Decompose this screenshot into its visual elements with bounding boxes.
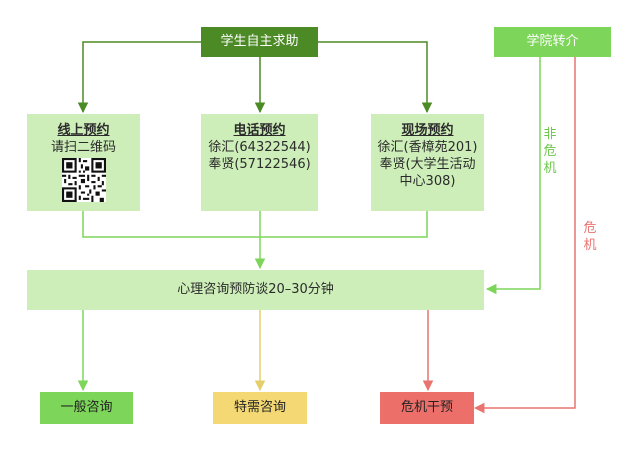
node-onsite-booking: 现场预约 徐汇(香樟苑201) 奉贤(大学生活动 中心308) bbox=[371, 114, 484, 211]
node-online-booking: 线上预约 请扫二维码 bbox=[27, 114, 140, 211]
onsite-booking-line: 中心308) bbox=[399, 174, 456, 189]
onsite-booking-line: 徐汇(香樟苑201) bbox=[377, 140, 478, 155]
onsite-booking-title: 现场预约 bbox=[401, 123, 454, 138]
edge-self-help-onsite bbox=[318, 41, 433, 114]
onsite-booking-line: 奉贤(大学生活动 bbox=[379, 157, 476, 172]
node-consultation: 心理咨询预防谈20–30分钟 bbox=[27, 270, 484, 310]
edge-merge-bar bbox=[82, 211, 428, 238]
phone-booking-title: 电话预约 bbox=[233, 123, 286, 138]
phone-booking-xuhui: 徐汇(64322544) bbox=[208, 140, 311, 155]
edge-self-help-online bbox=[77, 41, 201, 114]
qr-code-icon bbox=[61, 158, 106, 202]
node-phone-booking: 电话预约 徐汇(64322544) 奉贤(57122546) bbox=[201, 114, 318, 211]
node-college-referral: 学院转介 bbox=[494, 27, 611, 57]
phone-booking-fengxian: 奉贤(57122546) bbox=[208, 157, 311, 172]
label-non-crisis: 非 危 机 bbox=[543, 127, 557, 176]
online-booking-line: 请扫二维码 bbox=[50, 140, 116, 155]
online-booking-title: 线上预约 bbox=[57, 123, 110, 138]
label-crisis: 危 机 bbox=[583, 221, 597, 253]
node-special-consult: 特需咨询 bbox=[213, 392, 307, 424]
node-self-help: 学生自主求助 bbox=[201, 27, 318, 57]
edge-referral-crisis bbox=[473, 57, 576, 414]
node-general-consult: 一般咨询 bbox=[40, 392, 133, 424]
node-crisis-intervention: 危机干预 bbox=[380, 392, 474, 424]
edge-referral-non-crisis bbox=[485, 57, 541, 295]
